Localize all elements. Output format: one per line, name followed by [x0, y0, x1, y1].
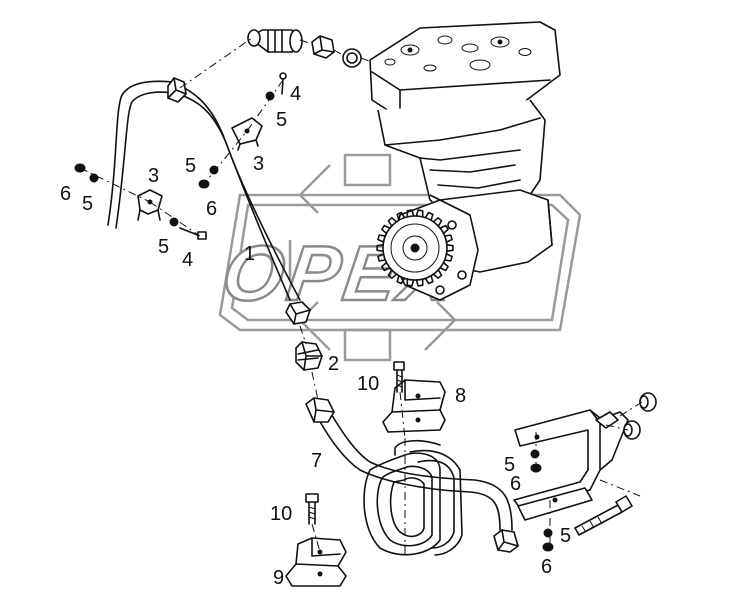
clamp-8	[382, 379, 446, 433]
gear-tooth	[432, 269, 443, 279]
callout-10: 10	[270, 503, 292, 525]
callout-5: 5	[158, 236, 169, 258]
gear-tooth	[406, 278, 415, 287]
bracket-3-right	[231, 117, 263, 151]
gear-tooth	[415, 278, 424, 287]
gear-tooth	[424, 274, 434, 285]
gear-tooth	[381, 224, 391, 235]
gear-tooth	[439, 224, 449, 235]
washer-5-upper	[265, 91, 275, 101]
rubber-mount-upper	[639, 392, 657, 412]
washer-5-right	[530, 449, 540, 459]
long-bolt	[574, 495, 633, 536]
callout-3: 3	[148, 165, 159, 187]
drive-gear	[376, 209, 454, 287]
washer-5-bottom	[543, 528, 553, 538]
gear-tooth	[376, 244, 384, 252]
pipe-1	[107, 77, 311, 325]
callout-5: 5	[82, 193, 93, 215]
callout-6: 6	[60, 183, 71, 205]
callout-5: 5	[185, 155, 196, 177]
elbow-fitting	[247, 29, 303, 53]
watermark-frame	[218, 193, 582, 332]
gear-tooth	[396, 211, 406, 222]
callout-3: 3	[253, 153, 264, 175]
callout-1: 1	[244, 243, 255, 265]
gear-tooth	[439, 261, 449, 272]
callout-8: 8	[455, 385, 466, 407]
gear-tooth	[387, 217, 398, 227]
gear-tooth	[443, 253, 453, 262]
leader-lines	[79, 37, 643, 555]
cooling-coil	[363, 439, 463, 556]
nut-6-bottom	[542, 542, 554, 552]
callout-6: 6	[510, 473, 521, 495]
gear-tooth	[377, 234, 387, 243]
callout-4: 4	[290, 83, 301, 105]
callout-10: 10	[357, 373, 379, 395]
gear-tooth	[415, 209, 424, 218]
callout-7: 7	[311, 450, 322, 472]
gear-tooth	[381, 261, 391, 272]
callout-labels: 1 2 3 3 4 4 5 5 5 5 5 5 6 6 6 6 7 8 9 10…	[60, 83, 571, 589]
callout-5: 5	[276, 109, 287, 131]
o-ring	[342, 48, 362, 68]
bolt-10-lower	[305, 493, 319, 525]
washer-5-left	[89, 173, 99, 183]
gear-tooth	[424, 211, 434, 222]
washer-5-lower	[169, 217, 179, 227]
bolt-10-upper	[393, 361, 405, 393]
callout-5: 5	[504, 454, 515, 476]
gear-tooth	[406, 209, 415, 218]
callout-5: 5	[560, 525, 571, 547]
gear-tooth	[443, 234, 453, 243]
gear-tooth	[387, 269, 398, 279]
gear-tooth	[432, 217, 443, 227]
callout-9: 9	[273, 567, 284, 589]
callout-2: 2	[328, 353, 339, 375]
pipe-7	[305, 397, 519, 553]
bolt-4-lower	[179, 227, 207, 240]
bolt-4-upper	[279, 72, 287, 95]
hex-nut-top	[311, 35, 335, 59]
union-fitting-2	[295, 341, 323, 371]
bracket-3-left	[137, 189, 163, 221]
callout-6: 6	[206, 198, 217, 220]
gear-tooth	[377, 253, 387, 262]
clamp-9	[285, 537, 347, 587]
air-compressor	[369, 21, 561, 301]
gear-tooth	[446, 244, 454, 252]
callout-6: 6	[541, 556, 552, 578]
gear-tooth	[396, 274, 406, 285]
washer-5-mid	[209, 165, 219, 175]
callout-4: 4	[182, 249, 193, 271]
